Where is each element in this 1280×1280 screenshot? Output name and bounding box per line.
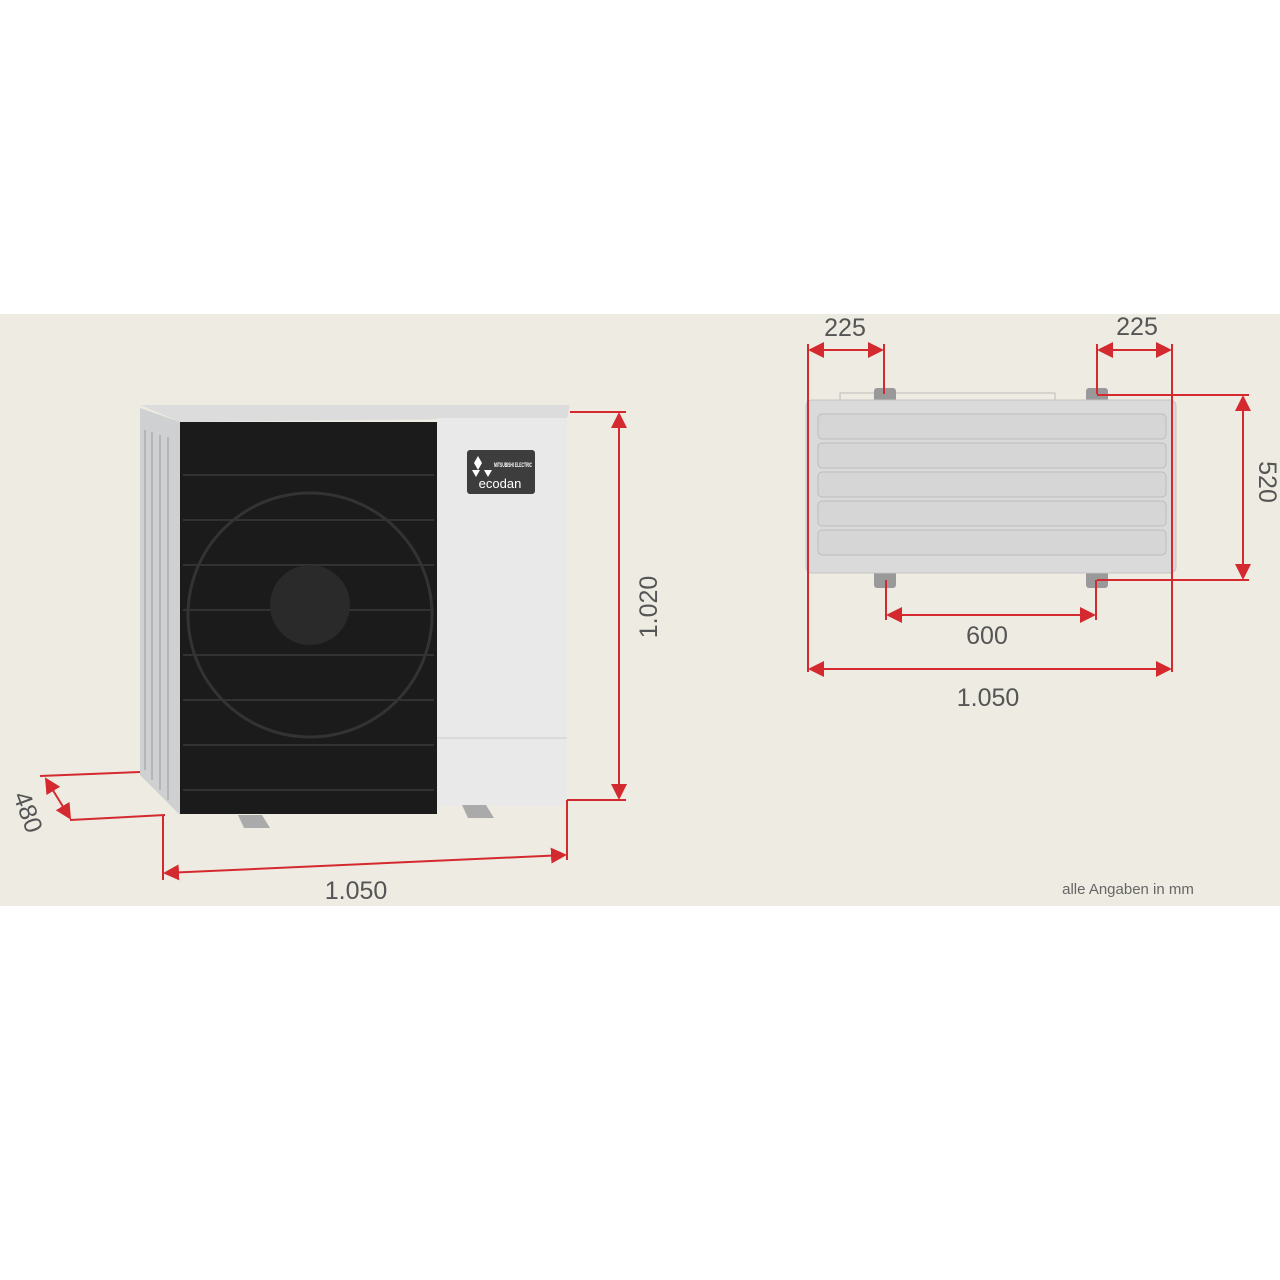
left-offset-label: 225 bbox=[824, 314, 866, 342]
product-name: ecodan bbox=[479, 476, 522, 491]
mitsubishi-diamonds-icon bbox=[472, 456, 492, 477]
front-width-label: 1.050 bbox=[325, 877, 388, 905]
top-width-label: 1.050 bbox=[957, 684, 1020, 712]
brand-name: MITSUBISHI ELECTRIC bbox=[494, 463, 532, 469]
front-dimension-lines bbox=[39, 411, 627, 881]
right-offset-label: 225 bbox=[1116, 313, 1158, 341]
outdoor-unit-top-view bbox=[805, 388, 1177, 588]
height-label: 1.020 bbox=[635, 576, 663, 639]
brand-logo bbox=[467, 450, 535, 494]
units-note: alle Angaben in mm bbox=[1062, 881, 1194, 898]
top-dimension-lines bbox=[807, 342, 1251, 677]
outdoor-unit-front-view: MITSUBISHI ELECTRIC ecodan bbox=[140, 405, 570, 828]
fan-icon bbox=[186, 491, 434, 739]
foot-spacing-label: 600 bbox=[966, 622, 1008, 650]
top-depth-label: 520 bbox=[1253, 461, 1280, 503]
